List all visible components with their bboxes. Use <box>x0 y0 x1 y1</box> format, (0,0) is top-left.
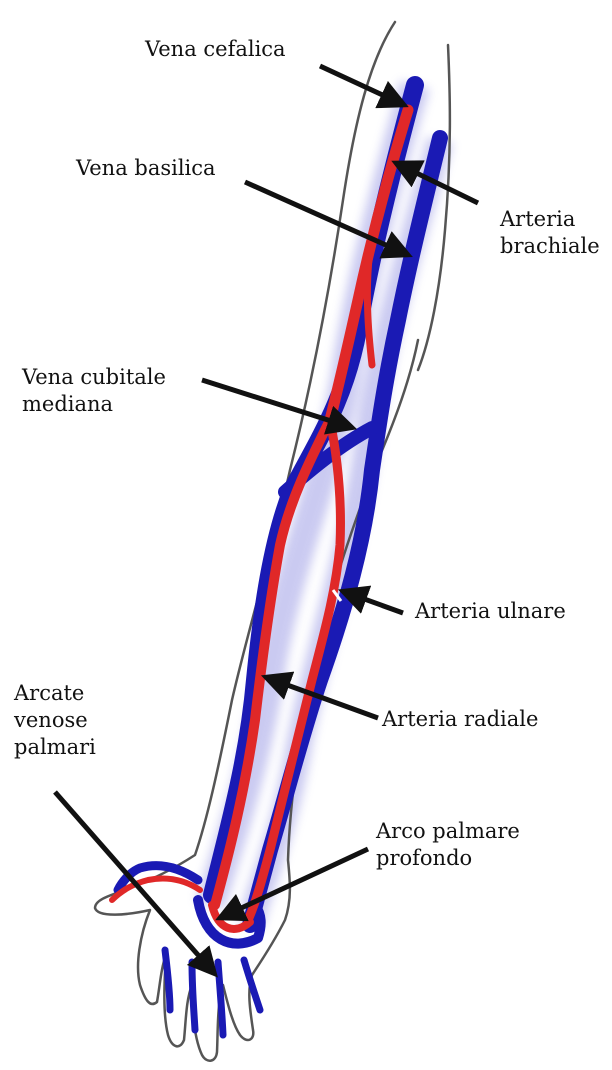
arrow-vena-cefalica <box>320 66 402 104</box>
label-vena-cefalica: Vena cefalica <box>145 36 286 63</box>
label-arco-palmare-profondo: Arco palmare profondo <box>376 818 520 872</box>
label-vena-cubitale-mediana: Vena cubitale mediana <box>22 364 166 418</box>
label-arteria-radiale: Arteria radiale <box>382 706 538 733</box>
label-arteria-ulnare: Arteria ulnare <box>415 598 566 625</box>
arrow-arco-palmare-profondo <box>222 849 368 917</box>
label-arteria-brachiale: Arteria brachiale <box>500 206 600 260</box>
label-vena-basilica: Vena basilica <box>76 155 216 182</box>
label-arcate-venose-palmari: Arcate venose palmari <box>14 680 96 761</box>
arrow-arteria-ulnare <box>345 592 403 613</box>
